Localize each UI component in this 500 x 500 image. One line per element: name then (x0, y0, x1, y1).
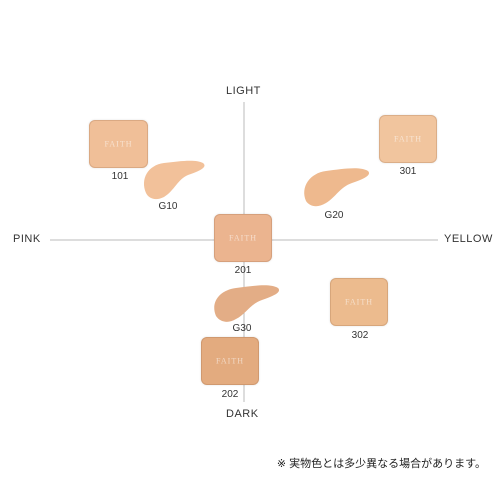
swatch-g30 (214, 285, 280, 322)
shade-code-301: 301 (399, 166, 417, 177)
shade-code-g30: G30 (232, 323, 252, 334)
shade-code-202: 202 (221, 389, 239, 400)
swatch-shape (304, 168, 370, 207)
compact-201: FAITH (214, 214, 272, 262)
shade-code-302: 302 (351, 330, 369, 341)
brand-text: FAITH (229, 233, 257, 243)
axis-label-pink: PINK (13, 233, 41, 245)
axis-label-yellow: YELLOW (444, 233, 493, 245)
compact-302: FAITH (330, 278, 388, 326)
brand-text: FAITH (104, 139, 133, 149)
swatch-shape (214, 285, 280, 322)
shade-code-g20: G20 (324, 210, 344, 221)
axis-label-light: LIGHT (226, 85, 261, 97)
swatch-g20 (304, 168, 370, 207)
swatch-shape (144, 160, 205, 200)
brand-text: FAITH (394, 134, 422, 144)
compact-101: FAITH (89, 120, 148, 168)
swatch-g10 (144, 160, 205, 200)
shade-code-201: 201 (234, 265, 252, 276)
brand-text: FAITH (345, 297, 373, 307)
compact-202: FAITH (201, 337, 259, 385)
disclaimer-note: ※ 実物色とは多少異なる場合があります。 (276, 458, 486, 470)
axis-label-dark: DARK (226, 408, 259, 420)
compact-301: FAITH (379, 115, 437, 163)
shade-code-101: 101 (111, 171, 129, 182)
brand-text: FAITH (216, 356, 244, 366)
shade-code-g10: G10 (158, 201, 178, 212)
